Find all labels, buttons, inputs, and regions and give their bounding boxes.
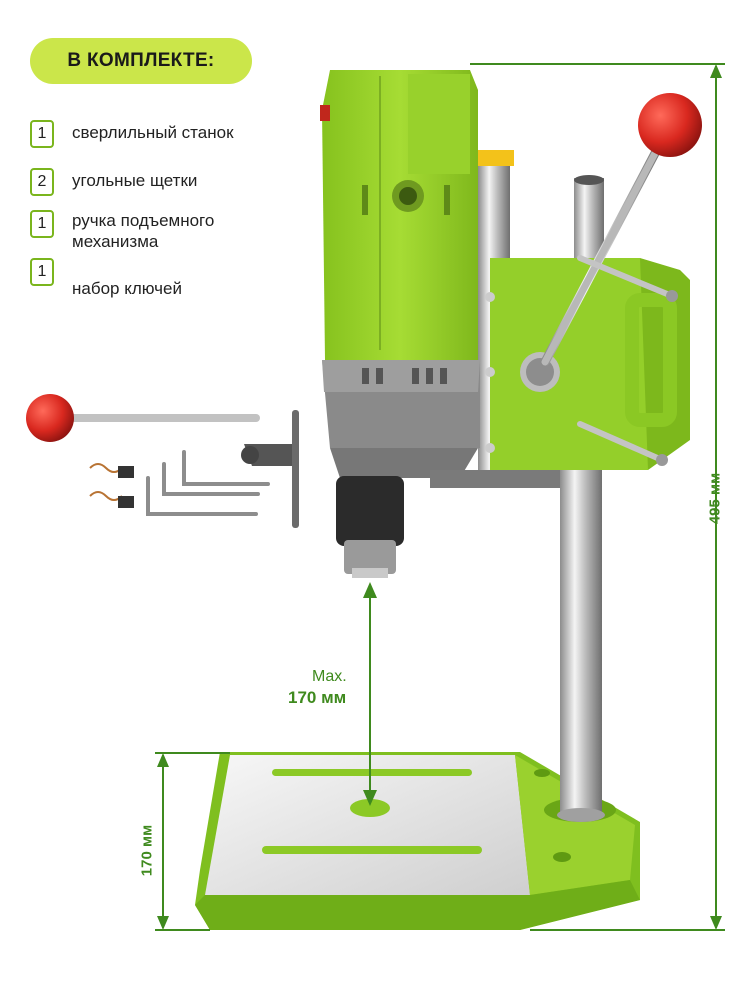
base-height-label: 170 мм (138, 824, 156, 877)
max-travel-label: Max. (312, 668, 347, 685)
kit-item: 1 ручка подъемного механизма (30, 210, 292, 252)
dimension-lines (155, 63, 725, 931)
kit-item: 1 сверлильный станок (30, 120, 234, 148)
kit-label: ручка подъемного механизма (72, 211, 215, 251)
max-travel-value: 170 мм (288, 688, 347, 707)
carbon-brushes (89, 463, 134, 508)
column (560, 470, 602, 815)
feed-handles (540, 93, 702, 466)
gear-head (322, 360, 560, 488)
kit-item: 1 набор ключей (30, 258, 182, 299)
kit-qty-box: 1 (30, 258, 54, 286)
kit-qty-box: 2 (30, 168, 54, 196)
kit-qty-box: 1 (30, 210, 54, 238)
drill-chuck (336, 476, 404, 578)
base (195, 752, 640, 930)
kit-item: 2 угольные щетки (30, 168, 197, 196)
kit-label: угольные щетки (72, 171, 198, 190)
spare-lever-handle (26, 394, 260, 442)
kit-label: сверлильный станок (72, 123, 234, 142)
kit-title-badge: В КОМПЛЕКТЕ: (30, 38, 252, 84)
kit-qty-box: 1 (30, 120, 54, 148)
kit-label: набор ключей (72, 279, 182, 298)
kit-title: В КОМПЛЕКТЕ: (67, 50, 215, 71)
chuck-key (241, 410, 299, 528)
total-height-label: 495 мм (706, 472, 724, 525)
motor-housing (320, 70, 478, 360)
carriage (485, 258, 690, 470)
hex-keys (146, 450, 270, 516)
